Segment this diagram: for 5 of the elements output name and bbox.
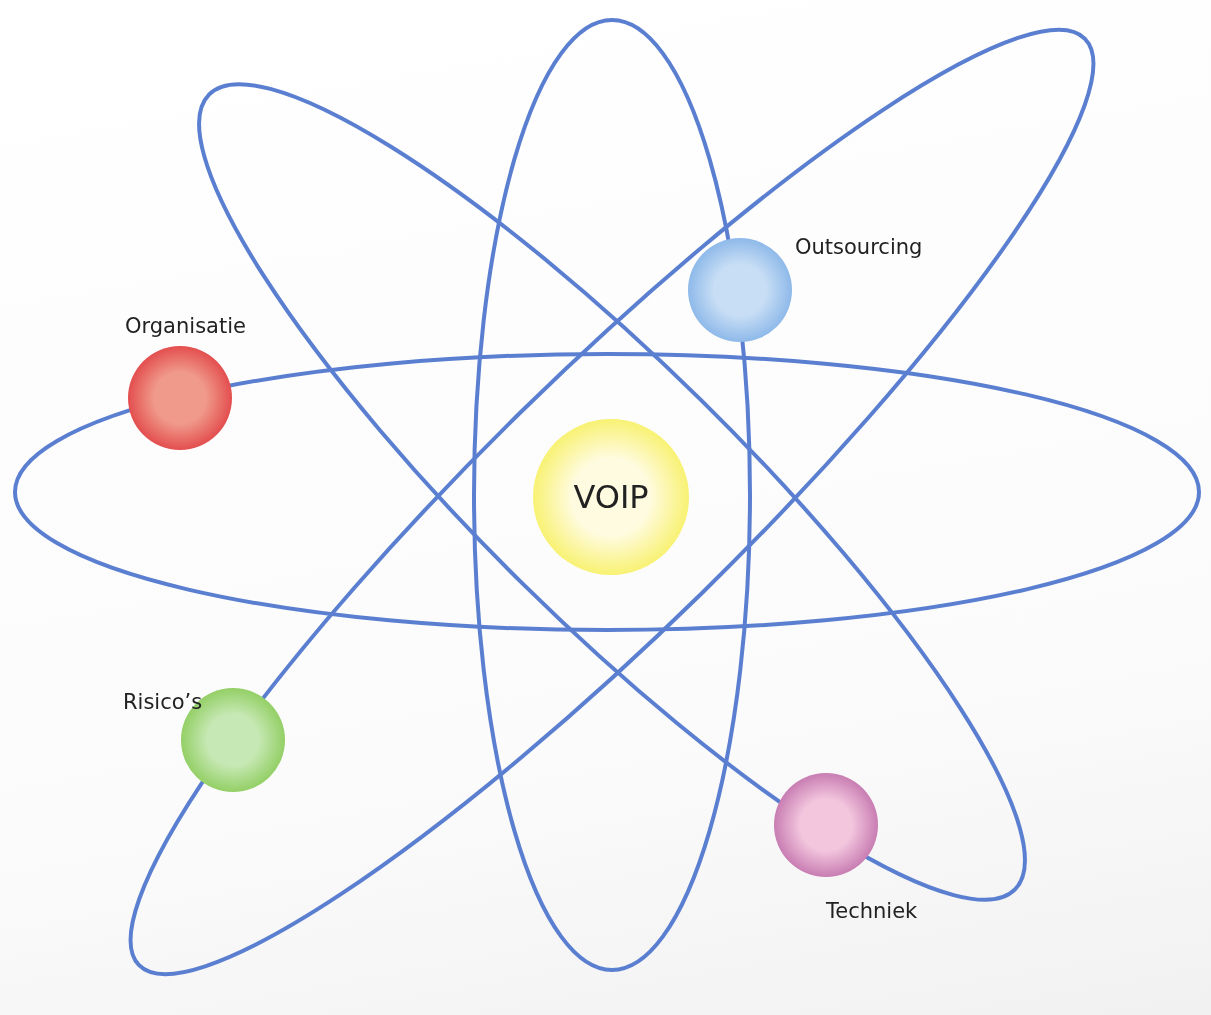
- nucleus-circle: VOIP: [533, 419, 689, 575]
- node-label: Outsourcing: [795, 235, 923, 259]
- node-label: Organisatie: [125, 314, 246, 338]
- node-label: Techniek: [826, 899, 918, 923]
- node-label: Risico’s: [123, 690, 203, 714]
